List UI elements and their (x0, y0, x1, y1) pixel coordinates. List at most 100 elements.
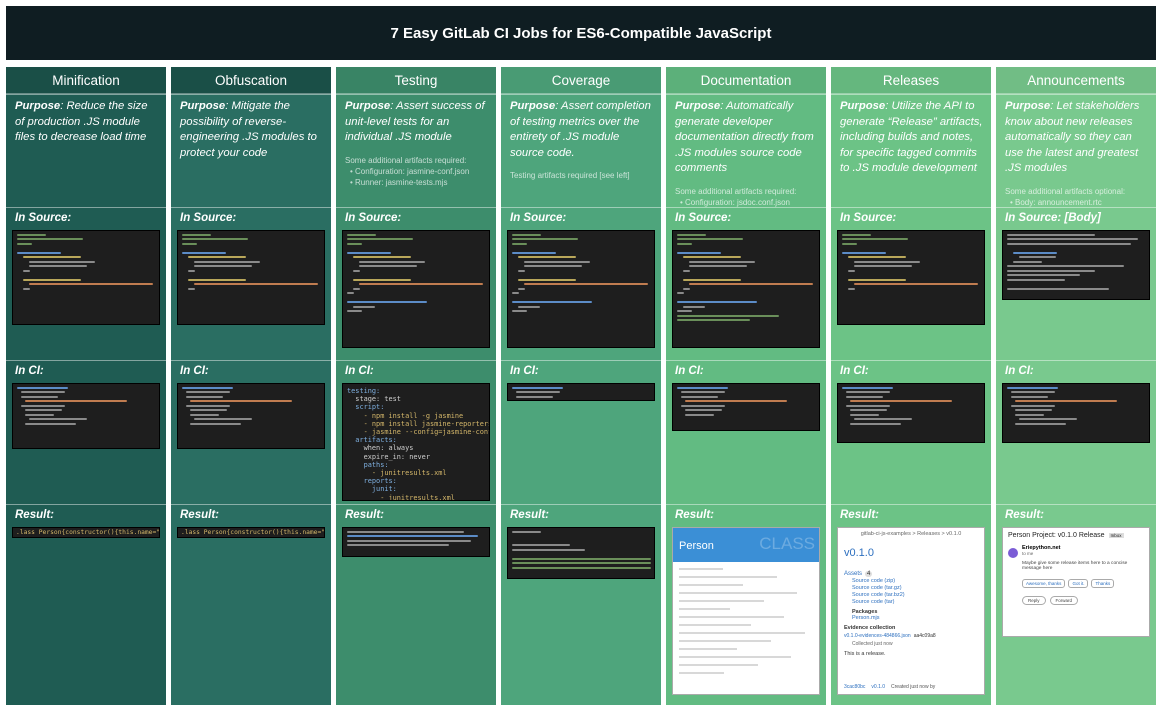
ci-config-screenshot (177, 383, 325, 449)
code-line (512, 557, 651, 560)
code-line (512, 233, 542, 236)
source-title: In Source: (840, 212, 897, 224)
code-line (512, 242, 527, 245)
doc-line (679, 584, 744, 586)
packages-label: Packages (852, 609, 878, 615)
ci-code-line: expire_in: never (347, 452, 430, 461)
purpose-description: : Utilize the API to generate “Release” … (840, 100, 983, 174)
code-line (190, 400, 293, 402)
result-output-text: .lass Person{constructor(){this.name="ty… (181, 529, 325, 536)
code-line (29, 418, 88, 420)
code-line (512, 238, 578, 240)
source-section: In Source: (501, 207, 661, 360)
code-line (182, 251, 226, 254)
code-line (347, 535, 479, 537)
column-header: Releases (831, 67, 991, 94)
code-line (29, 283, 154, 285)
purpose-label: Purpose (510, 100, 556, 112)
result-title: Result: (510, 509, 549, 521)
code-line (29, 260, 95, 263)
purpose-description: : Assert success of unit-level tests for… (345, 100, 485, 143)
code-line (512, 544, 571, 546)
evidence-file[interactable]: v0.1.0-evidences-484866.json (844, 633, 911, 639)
ci-section: In CI: (171, 360, 331, 504)
release-commit[interactable]: 3cac80bc (844, 684, 866, 690)
code-line (677, 301, 758, 303)
code-line (846, 404, 890, 407)
ci-section: In CI: (831, 360, 991, 504)
code-line (347, 544, 450, 546)
code-line (854, 265, 913, 267)
code-line (683, 287, 691, 290)
purpose-text: Purpose: Reduce the size of production .… (15, 99, 158, 146)
ci-code-line: artifacts: (347, 436, 397, 445)
ci-section: In CI: (666, 360, 826, 504)
source-title: In Source: (510, 212, 567, 224)
code-line (186, 404, 230, 407)
additional-artifacts: Some additional artifacts required:• Con… (675, 186, 818, 208)
code-line (512, 530, 542, 533)
code-line (17, 251, 61, 254)
code-line (1011, 395, 1048, 398)
doc-line (679, 640, 771, 642)
code-line (21, 391, 65, 393)
purpose-text: Purpose: Let stakeholders know about new… (1005, 99, 1148, 177)
ci-config-screenshot (1002, 383, 1150, 443)
ci-section: In CI: (501, 360, 661, 504)
asset-link[interactable]: Source code (tar.gz) (852, 585, 902, 591)
reply-button[interactable]: Reply (1022, 596, 1046, 605)
doc-line (679, 600, 764, 602)
package-link[interactable]: Person.mjs (852, 615, 880, 621)
ci-section: In CI: (6, 360, 166, 504)
source-title: In Source: [Body] (1005, 212, 1101, 224)
forward-button[interactable]: Forward (1049, 596, 1079, 605)
doc-line (679, 576, 777, 578)
suggested-reply-button[interactable]: Thanks (1091, 579, 1115, 588)
code-line (194, 418, 253, 420)
code-line (353, 287, 361, 290)
release-tag[interactable]: v0.1.0 (871, 684, 886, 690)
source-section: In Source: (831, 207, 991, 360)
code-line (842, 251, 886, 254)
suggested-reply-button[interactable]: Awesome, thanks (1022, 579, 1066, 588)
source-code-screenshot (837, 230, 985, 325)
asset-link[interactable]: Source code (zip) (852, 578, 896, 584)
ci-code-line: stage: test (347, 395, 401, 404)
code-line (850, 400, 953, 402)
assets-count: 4 (865, 571, 873, 577)
code-line (1019, 256, 1056, 258)
code-line (190, 409, 227, 411)
asset-link[interactable]: Source code (tar) (852, 599, 895, 605)
asset-link[interactable]: Source code (tar.bz2) (852, 592, 905, 598)
ci-code-line: reports: (347, 477, 397, 486)
purpose-section: Purpose: Utilize the API to generate “Re… (831, 94, 991, 207)
purpose-section: Purpose: Assert completion of testing me… (501, 94, 661, 207)
code-line (194, 283, 319, 285)
code-line (347, 292, 355, 294)
code-line (846, 395, 883, 398)
doc-line (679, 648, 738, 650)
suggested-reply-button[interactable]: Got it. (1068, 579, 1089, 588)
code-line (359, 283, 484, 285)
code-line (1013, 251, 1057, 254)
purpose-label: Purpose (180, 100, 226, 112)
code-line (182, 238, 248, 240)
source-section: In Source: [Body] (996, 207, 1156, 360)
purpose-section: Purpose: Assert success of unit-level te… (336, 94, 496, 207)
purpose-section: Purpose: Reduce the size of production .… (6, 94, 166, 207)
code-line (347, 310, 362, 312)
code-line (182, 242, 197, 245)
source-code-screenshot (672, 230, 820, 348)
artifact-item: • Body: announcement.rtc (1010, 197, 1102, 207)
code-line (359, 260, 425, 263)
code-line (842, 386, 894, 389)
code-line (1013, 260, 1043, 263)
code-line (518, 305, 540, 308)
code-line (17, 233, 47, 236)
code-line (854, 260, 920, 263)
code-line (29, 265, 88, 267)
